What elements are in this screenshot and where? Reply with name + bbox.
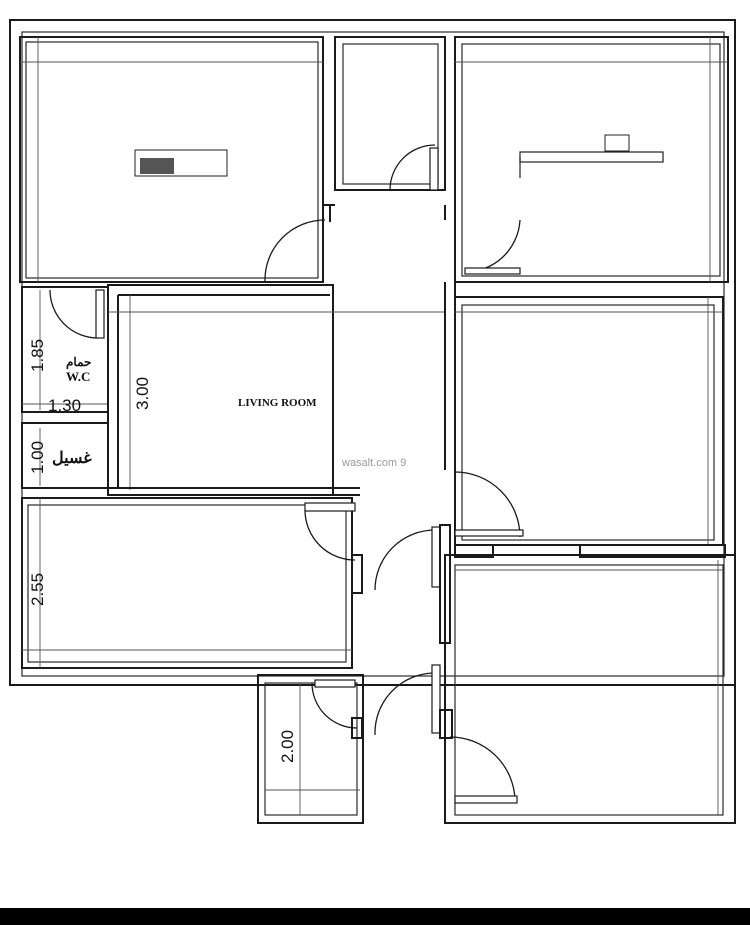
dim-185-label: 1.85 — [28, 339, 47, 372]
watermark: wasalt.com 9 — [341, 457, 406, 469]
room-lower-right — [439, 554, 736, 824]
living-room-label: LIVING ROOM — [238, 397, 317, 409]
corridor-top — [264, 204, 446, 283]
room-wc — [21, 286, 109, 413]
room-top-left — [19, 36, 324, 283]
bottom-bar — [0, 908, 750, 925]
room-top-right — [454, 36, 729, 283]
room-bottom-small — [257, 674, 364, 824]
room-top-middle — [334, 36, 446, 191]
wc-label: W.C — [66, 369, 90, 384]
room-middle-right — [454, 296, 726, 558]
dim-200-label: 2.00 — [278, 730, 297, 763]
dim-130-label: 1.30 — [48, 396, 81, 415]
wash-label-ar: غسيل — [52, 450, 92, 467]
dim-300-label: 3.00 — [133, 377, 152, 410]
dim-255-label: 2.55 — [28, 573, 47, 606]
hall-doors — [374, 524, 451, 736]
room-lower-left — [21, 497, 363, 669]
dim-100-label: 1.00 — [28, 441, 47, 474]
bathroom-label-ar: حمام — [66, 355, 91, 370]
